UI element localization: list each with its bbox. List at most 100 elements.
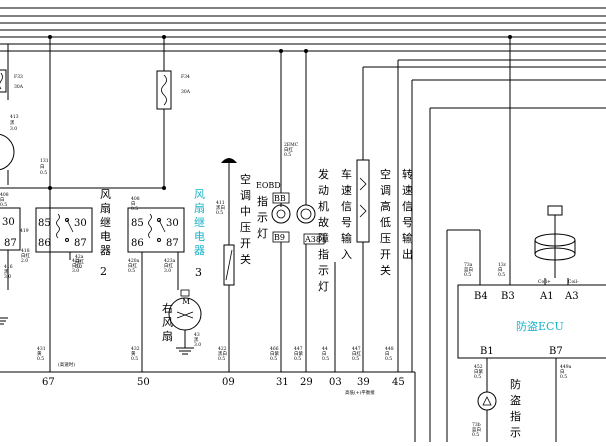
svg-text:调: 调	[240, 189, 251, 202]
svg-text:转: 转	[402, 167, 413, 181]
fan-relay-3-pin-30: 30	[166, 218, 179, 229]
svg-text:黑: 黑	[10, 120, 15, 126]
svg-text:44: 44	[322, 346, 328, 352]
svg-text:黑白: 黑白	[218, 350, 227, 357]
svg-text:白: 白	[40, 163, 45, 170]
svg-text:0.5: 0.5	[128, 268, 135, 274]
svg-text:420a: 420a	[128, 258, 140, 264]
svg-text:器: 器	[194, 244, 205, 257]
svg-text:0.5: 0.5	[352, 356, 359, 362]
anti-theft-indicator-lamp: 防 盗 指 示 452 白紫 0.5 73b 蓝白 0.5	[472, 358, 521, 442]
svg-text:白紫: 白紫	[270, 350, 279, 357]
svg-text:Coil+: Coil+	[538, 279, 551, 285]
svg-text:0.5: 0.5	[464, 272, 471, 278]
svg-text:0.5: 0.5	[0, 202, 7, 208]
svg-text:422: 422	[218, 346, 227, 352]
svg-text:448: 448	[385, 346, 394, 352]
svg-text:白: 白	[498, 266, 503, 273]
svg-text:黑: 黑	[194, 337, 199, 343]
bus-note: (高速时)	[58, 361, 75, 368]
svg-text:42a: 42a	[75, 254, 84, 260]
svg-text:452: 452	[474, 364, 483, 370]
svg-text:蓝白: 蓝白	[472, 426, 481, 433]
svg-text:431: 431	[37, 346, 46, 352]
svg-text:0.5: 0.5	[472, 432, 479, 438]
junction-67-top	[48, 35, 52, 39]
svg-text:示: 示	[257, 211, 268, 224]
svg-text:0.5: 0.5	[216, 210, 223, 216]
svg-text:示: 示	[510, 426, 521, 439]
svg-text:白红: 白红	[284, 146, 293, 153]
ecu-pin-b1: B1	[480, 346, 494, 357]
svg-text:白: 白	[560, 368, 565, 375]
bus-number-45: 45	[392, 377, 405, 388]
svg-text:指: 指	[318, 247, 329, 261]
fuse-f34-label: F34	[181, 74, 190, 80]
fan-relay-2-pin-86: 86	[38, 238, 51, 249]
svg-text:电: 电	[194, 230, 205, 243]
svg-text:白红: 白红	[75, 258, 84, 265]
svg-text:0.5: 0.5	[131, 206, 138, 212]
bus-number-29: 29	[300, 377, 313, 388]
eobd-indicator-lamp: BB B9 EOBD 指 示 灯 2EMC 白红 0.5 466 白紫 0.5	[256, 49, 299, 372]
svg-text:白红: 白红	[164, 262, 173, 269]
engine-fault-lamp: A38 发 动 机 故 障 指 示 灯 447 白紫 0.5	[294, 49, 329, 372]
svg-text:器: 器	[100, 244, 111, 257]
svg-text:0.5: 0.5	[294, 356, 301, 362]
svg-text:空: 空	[240, 172, 251, 186]
fan-relay-3-number: 3	[195, 266, 202, 279]
relay-left: 30 87 408 白 0.5 418 白红 2.0 416 黑 3.0	[0, 192, 30, 290]
svg-text:0.5: 0.5	[218, 356, 225, 362]
svg-text:低: 低	[380, 216, 391, 229]
engine-pin-a38: A38	[304, 235, 321, 244]
svg-text:3.0: 3.0	[194, 342, 201, 348]
bus-numbers: 67 50 09 31 29 03 39 45	[42, 377, 405, 388]
fan-relay-3-pin-87: 87	[166, 238, 179, 249]
svg-text:3.0: 3.0	[10, 126, 17, 132]
svg-text:开: 开	[380, 248, 391, 261]
svg-text:2.0: 2.0	[21, 258, 28, 264]
svg-text:高: 高	[380, 199, 391, 213]
ac-high-low-pressure-switch: 空 调 高 低 压 开 关 447 白红 0.5	[352, 66, 606, 372]
ignition-key-icon: Coil+ Coil-	[534, 205, 579, 285]
svg-text:白红: 白红	[352, 350, 361, 357]
svg-text:0.5: 0.5	[40, 170, 47, 176]
svg-text:调: 调	[380, 184, 391, 197]
fuse-f33-rating: 30A	[14, 84, 24, 90]
svg-text:白红: 白红	[128, 262, 137, 269]
svg-text:449a: 449a	[560, 364, 572, 370]
fan-relay-2: 85 86 30 87 42b 白红 3.0	[35, 207, 93, 274]
svg-text:418: 418	[21, 248, 30, 254]
svg-text:速: 速	[402, 184, 413, 197]
svg-text:灯: 灯	[257, 227, 268, 240]
fuse-f33-label: F33	[14, 74, 23, 80]
svg-text:白红: 白红	[21, 252, 30, 259]
svg-text:车: 车	[341, 167, 352, 181]
svg-text:432: 432	[131, 346, 140, 352]
svg-text:关: 关	[240, 252, 251, 266]
svg-text:黑: 黑	[4, 269, 9, 275]
svg-text:电: 电	[100, 230, 111, 243]
svg-text:447: 447	[294, 346, 303, 352]
left-fan-motor: 413 黑 3.0	[0, 44, 19, 185]
bus-number-67: 67	[42, 377, 55, 388]
svg-text:73b: 73b	[472, 422, 481, 428]
svg-text:Coil-: Coil-	[568, 279, 579, 285]
svg-text:发: 发	[318, 167, 329, 181]
rpm-signal-output: 转 速 信 号 输 出 448 白 0.5	[385, 59, 606, 372]
fan-relay-2-number: 2	[100, 265, 107, 278]
svg-text:风: 风	[162, 316, 173, 329]
eobd-pin-b9: B9	[274, 233, 285, 242]
svg-text:信: 信	[402, 200, 413, 213]
right-fan-motor: M 右 风 扇 43 黑 3.0	[162, 289, 202, 355]
svg-text:右: 右	[162, 301, 173, 315]
svg-text:413: 413	[10, 114, 19, 120]
ecu-title: 防盗ECU	[516, 319, 564, 333]
svg-text:防: 防	[510, 377, 521, 391]
svg-text:白: 白	[385, 350, 390, 357]
svg-text:输: 输	[341, 231, 352, 245]
bus-number-39: 39	[357, 377, 370, 388]
svg-text:号: 号	[402, 216, 413, 229]
